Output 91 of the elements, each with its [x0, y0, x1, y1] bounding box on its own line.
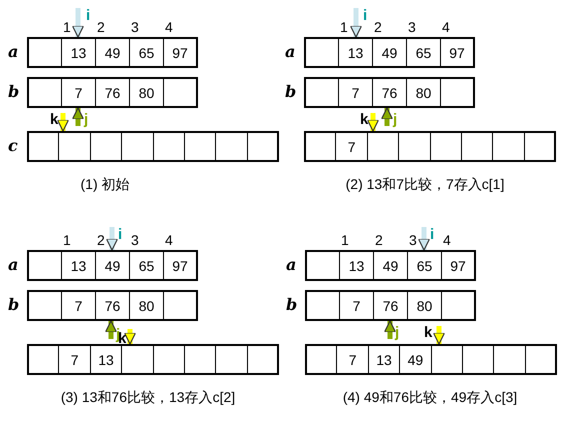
index-number: 1 — [341, 232, 349, 248]
pointer-arrow — [72, 8, 84, 38]
index-number: 2 — [374, 19, 382, 35]
index-number: 4 — [442, 19, 450, 35]
index-number: 3 — [131, 232, 139, 248]
pointer-label: i — [118, 227, 122, 243]
pointer-label: i — [430, 227, 434, 243]
pointer-arrow — [384, 320, 396, 339]
empty-array-cell — [58, 131, 91, 162]
array-cell: 49 — [399, 344, 432, 375]
caption: (2) 13和7比较，7存入c[1] — [346, 176, 504, 192]
array-cell: 80 — [406, 77, 441, 108]
empty-array-cell — [366, 131, 400, 162]
pointer-arrow — [418, 227, 430, 251]
index-number: 3 — [409, 232, 417, 248]
empty-array-cell — [430, 344, 463, 375]
array-cell: 97 — [163, 250, 198, 281]
array-cell: 97 — [440, 37, 475, 68]
array-cell: 13 — [61, 37, 96, 68]
index-number: 4 — [165, 19, 173, 35]
array-cell: 49 — [95, 250, 130, 281]
array-cell: 80 — [407, 290, 442, 321]
index-number: 4 — [443, 232, 451, 248]
array-cell: 76 — [373, 290, 408, 321]
pointer-label: j — [84, 112, 88, 128]
array-cell: 65 — [129, 250, 164, 281]
pointer-arrow — [366, 113, 380, 132]
pointer-arrow — [106, 227, 118, 251]
array-name: b — [8, 297, 20, 313]
array-cell: 65 — [406, 37, 441, 68]
array-cell: 76 — [95, 77, 130, 108]
pointer-label: i — [86, 8, 90, 24]
array-cell: 76 — [95, 290, 130, 321]
pointer-arrow — [380, 107, 394, 126]
array-name: c — [8, 138, 18, 154]
index-number: 3 — [131, 19, 139, 35]
caption: (4) 49和76比较，49存入c[3] — [342, 389, 518, 405]
index-number: 2 — [375, 232, 383, 248]
array-cell: 97 — [441, 250, 476, 281]
array-cell: 7 — [61, 290, 96, 321]
index-number: 4 — [165, 232, 173, 248]
pointer-arrow — [124, 329, 136, 345]
array-cell: 49 — [95, 37, 130, 68]
pointer-label: j — [393, 112, 398, 128]
empty-array-cell — [121, 344, 154, 375]
array-name: a — [8, 257, 18, 273]
pointer-arrow — [432, 326, 446, 345]
array-cell: 13 — [61, 250, 96, 281]
pointer-label: k — [50, 112, 58, 128]
array-cell: 80 — [129, 290, 164, 321]
array-cell: 7 — [339, 290, 374, 321]
pointer-label: j — [395, 325, 400, 341]
pointer-label: k — [424, 325, 432, 341]
array-cell: 49 — [373, 250, 408, 281]
array-cell: 7 — [61, 77, 96, 108]
array-name: a — [8, 44, 18, 60]
pointer-label: j — [116, 327, 120, 343]
pointer-label: i — [363, 8, 368, 24]
array-cell: 13 — [338, 37, 373, 68]
array-cell: 7 — [58, 344, 91, 375]
pointer-arrow — [350, 8, 362, 38]
index-number: 2 — [97, 232, 105, 248]
array-name: b — [285, 84, 296, 100]
pointer-arrow — [104, 320, 118, 339]
array-cell: 13 — [368, 344, 400, 375]
array-cell: 7 — [338, 77, 373, 108]
array-cell: 49 — [372, 37, 407, 68]
pointer-arrow — [72, 107, 84, 126]
array-cell: 7 — [335, 131, 368, 162]
array-cell: 97 — [163, 37, 198, 68]
index-number: 1 — [340, 19, 348, 35]
index-number: 1 — [63, 19, 71, 35]
array-cell: 65 — [129, 37, 164, 68]
pointer-label: k — [118, 331, 126, 347]
index-number: 3 — [408, 19, 416, 35]
pointer-arrow — [56, 113, 70, 132]
array-cell: 13 — [339, 250, 374, 281]
caption: (3) 13和76比较，13存入c[2] — [60, 389, 236, 405]
array-cell: 80 — [129, 77, 164, 108]
array-name: b — [8, 84, 20, 100]
array-cell: 7 — [336, 344, 369, 375]
index-number: 2 — [97, 19, 105, 35]
index-number: 1 — [63, 232, 71, 248]
array-cell: 65 — [407, 250, 442, 281]
array-cell: 13 — [90, 344, 122, 375]
array-name: a — [286, 257, 296, 273]
pointer-label: k — [360, 112, 368, 128]
caption: (1) 初始 — [80, 176, 130, 192]
array-name: b — [286, 297, 298, 313]
array-name: a — [285, 44, 296, 60]
array-cell: 76 — [372, 77, 407, 108]
